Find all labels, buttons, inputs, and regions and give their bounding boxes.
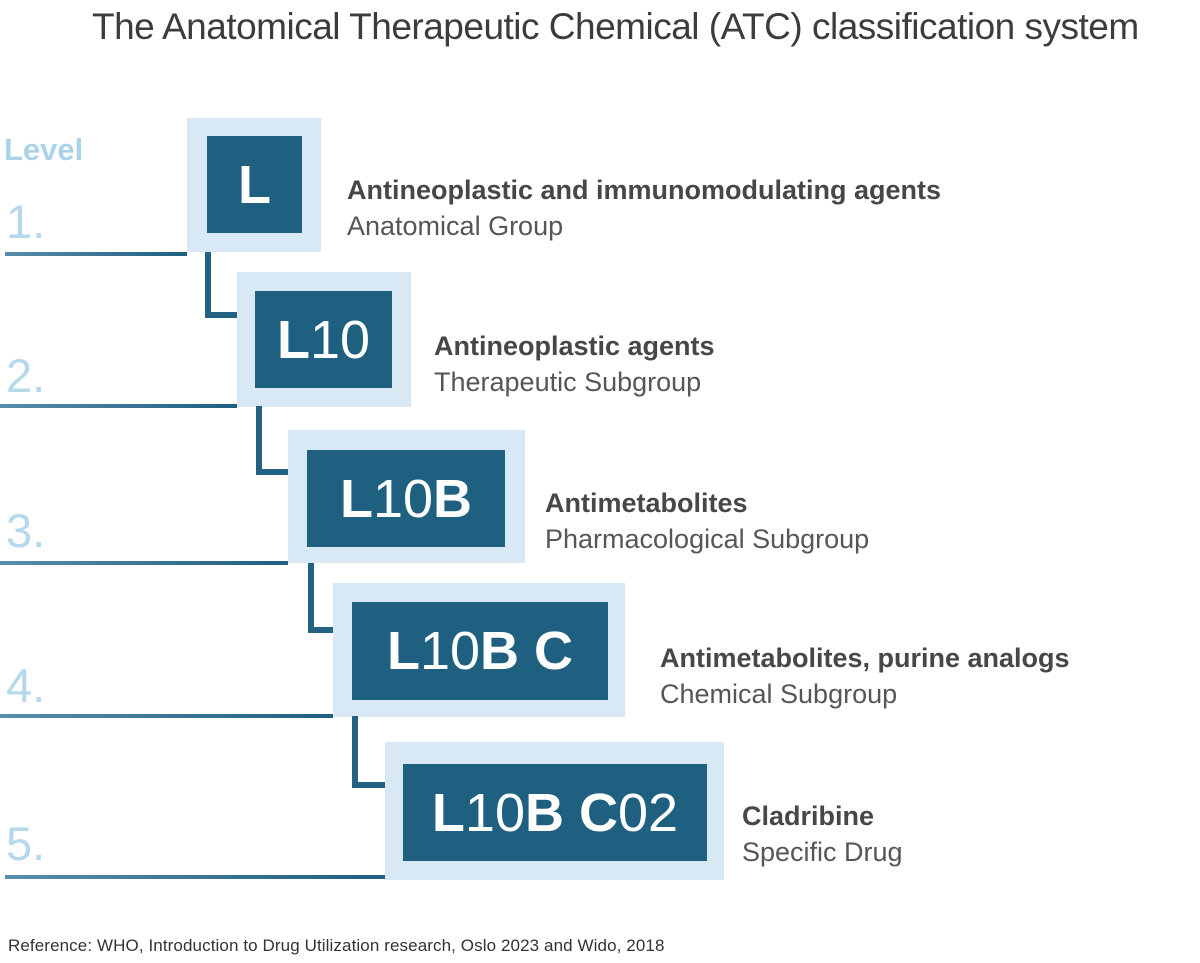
level-3-description: Antimetabolites Pharmacological Subgroup — [545, 485, 869, 557]
level-4-code-box: L10B C — [352, 602, 608, 700]
level-1-number: 1. — [6, 195, 46, 248]
connector-2-3-horizontal — [256, 469, 292, 475]
level-5-code-frame: L10B C02 — [385, 742, 724, 880]
level-3-code-box: L10B — [307, 450, 505, 547]
level-name: Antineoplastic and immunomodulating agen… — [347, 175, 942, 205]
connector-2-3-vertical — [256, 406, 262, 475]
level-4-code: L10B C — [386, 621, 574, 681]
level-5-number: 5. — [6, 817, 46, 870]
level-5-description: Cladribine Specific Drug — [742, 798, 903, 870]
level-3-code: L10B — [339, 468, 473, 529]
level-3-number: 3. — [6, 504, 46, 557]
level-1-description: Antineoplastic and immunomodulating agen… — [347, 172, 941, 244]
level-1-code-frame: L — [187, 118, 321, 252]
level-3-code-frame: L10B — [288, 430, 525, 563]
level-4-line — [0, 714, 333, 718]
level-name: Antimetabolites — [545, 488, 748, 518]
level-1-code: L — [238, 154, 271, 215]
level-2-number: 2. — [6, 349, 46, 402]
level-4-code-frame: L10B C — [333, 583, 625, 717]
level-4-description: Antimetabolites, purine analogs Chemical… — [660, 640, 1070, 712]
connector-4-5-vertical — [352, 716, 358, 788]
level-2-description: Antineoplastic agents Therapeutic Subgro… — [434, 328, 715, 400]
level-5-line — [5, 875, 385, 879]
level-4-number: 4. — [6, 659, 46, 712]
level-5-code: L10B C02 — [431, 782, 679, 843]
level-2-code: L10 — [276, 309, 371, 370]
level-category: Specific Drug — [742, 837, 903, 867]
level-2-code-box: L10 — [255, 291, 392, 388]
connector-1-2-horizontal — [205, 312, 240, 318]
level-1-code-box: L — [207, 136, 302, 233]
level-category: Pharmacological Subgroup — [545, 524, 870, 554]
level-5-code-box: L10B C02 — [403, 764, 707, 861]
connector-3-4-vertical — [308, 563, 314, 633]
level-column-label: Level — [4, 132, 84, 167]
level-1-line — [5, 252, 187, 256]
level-name: Antineoplastic agents — [434, 331, 715, 361]
level-3-line — [0, 561, 288, 565]
level-category: Anatomical Group — [347, 211, 564, 241]
connector-3-4-horizontal — [308, 627, 338, 633]
reference-note: Reference: WHO, Introduction to Drug Uti… — [8, 936, 665, 955]
level-category: Chemical Subgroup — [660, 679, 898, 709]
level-2-code-frame: L10 — [237, 272, 411, 407]
level-2-line — [0, 404, 237, 408]
level-name: Cladribine — [742, 801, 875, 831]
level-name: Antimetabolites, purine analogs — [660, 643, 1070, 673]
connector-4-5-horizontal — [352, 782, 388, 788]
connector-1-2-vertical — [205, 252, 211, 318]
level-category: Therapeutic Subgroup — [434, 367, 702, 397]
diagram-title: The Anatomical Therapeutic Chemical (ATC… — [92, 6, 1139, 47]
